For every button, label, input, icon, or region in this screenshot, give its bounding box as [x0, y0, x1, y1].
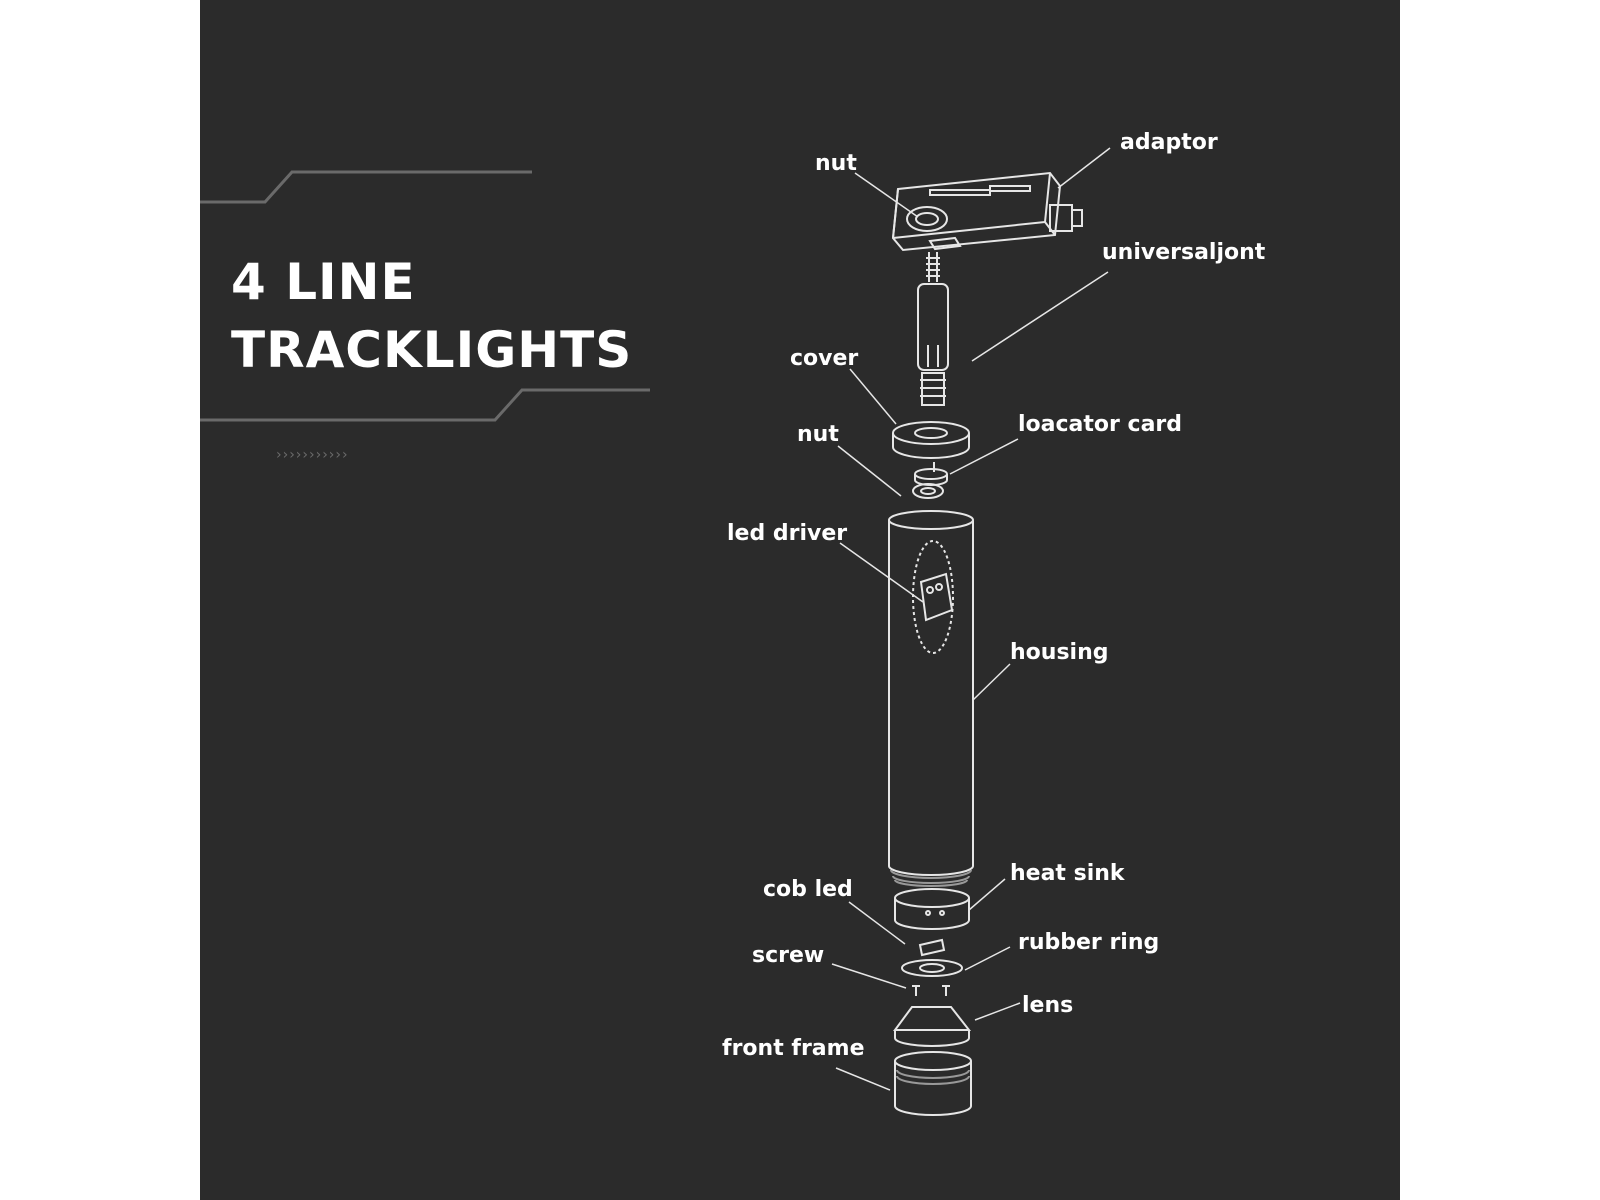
label-adaptor: adaptor: [1120, 130, 1218, 155]
diagram-panel: [200, 0, 1400, 1200]
label-universal-joint: universaljont: [1102, 240, 1266, 265]
cob-led-part: [918, 938, 946, 957]
nut-top-part: [906, 206, 948, 232]
universal-joint-part: [917, 252, 949, 406]
leader-nut-mid: [837, 445, 902, 497]
led-driver-part: [912, 540, 954, 654]
leader-led-driver: [839, 542, 924, 603]
label-rubber-ring: rubber ring: [1018, 930, 1160, 955]
label-front-frame: front frame: [722, 1036, 865, 1061]
leader-cob-led: [848, 901, 906, 945]
leader-cover: [849, 368, 897, 425]
rubber-ring-part: [901, 959, 963, 977]
label-screw: screw: [752, 943, 825, 968]
leader-rubber-ring: [964, 946, 1011, 971]
label-locator-card: loacator card: [1018, 412, 1183, 437]
leader-adaptor: [1057, 147, 1111, 189]
title-line-1: 4 LINE: [231, 253, 416, 311]
leader-front-frame: [835, 1067, 891, 1091]
title-frame-bottom-line: [200, 388, 650, 422]
heat-sink-part: [894, 888, 970, 930]
label-heat-sink: heat sink: [1010, 861, 1125, 886]
leader-locator-card: [949, 438, 1019, 475]
label-led-driver: led driver: [727, 521, 848, 546]
label-cover: cover: [790, 346, 859, 371]
title-line-2: TRACKLIGHTS: [231, 321, 633, 379]
locator-card-part: [914, 462, 948, 486]
housing-part: [888, 510, 974, 887]
leader-screw: [831, 963, 907, 989]
leader-heat-sink: [968, 878, 1006, 911]
title-frame-top-line: [200, 170, 532, 204]
label-nut-top: nut: [815, 151, 857, 176]
label-cob-led: cob led: [763, 877, 853, 902]
leader-lens: [974, 1002, 1021, 1021]
leader-lines: [831, 147, 1111, 1091]
label-lens: lens: [1022, 993, 1074, 1018]
screw-part: [912, 985, 950, 996]
lens-part: [893, 1006, 972, 1047]
nut-mid-part: [912, 483, 944, 499]
page-title: 4 LINE TRACKLIGHTS: [231, 248, 632, 384]
chevron-decoration: ›››››››››››: [276, 447, 349, 463]
cover-part: [892, 421, 970, 459]
leader-universal-joint: [971, 271, 1109, 362]
leader-housing: [972, 663, 1011, 701]
label-housing: housing: [1010, 640, 1109, 665]
adaptor-part: [891, 171, 1083, 252]
leader-nut-top: [854, 172, 919, 218]
front-frame-part: [894, 1051, 972, 1116]
title-frame-lines: [200, 170, 650, 422]
label-nut-mid: nut: [797, 422, 839, 447]
